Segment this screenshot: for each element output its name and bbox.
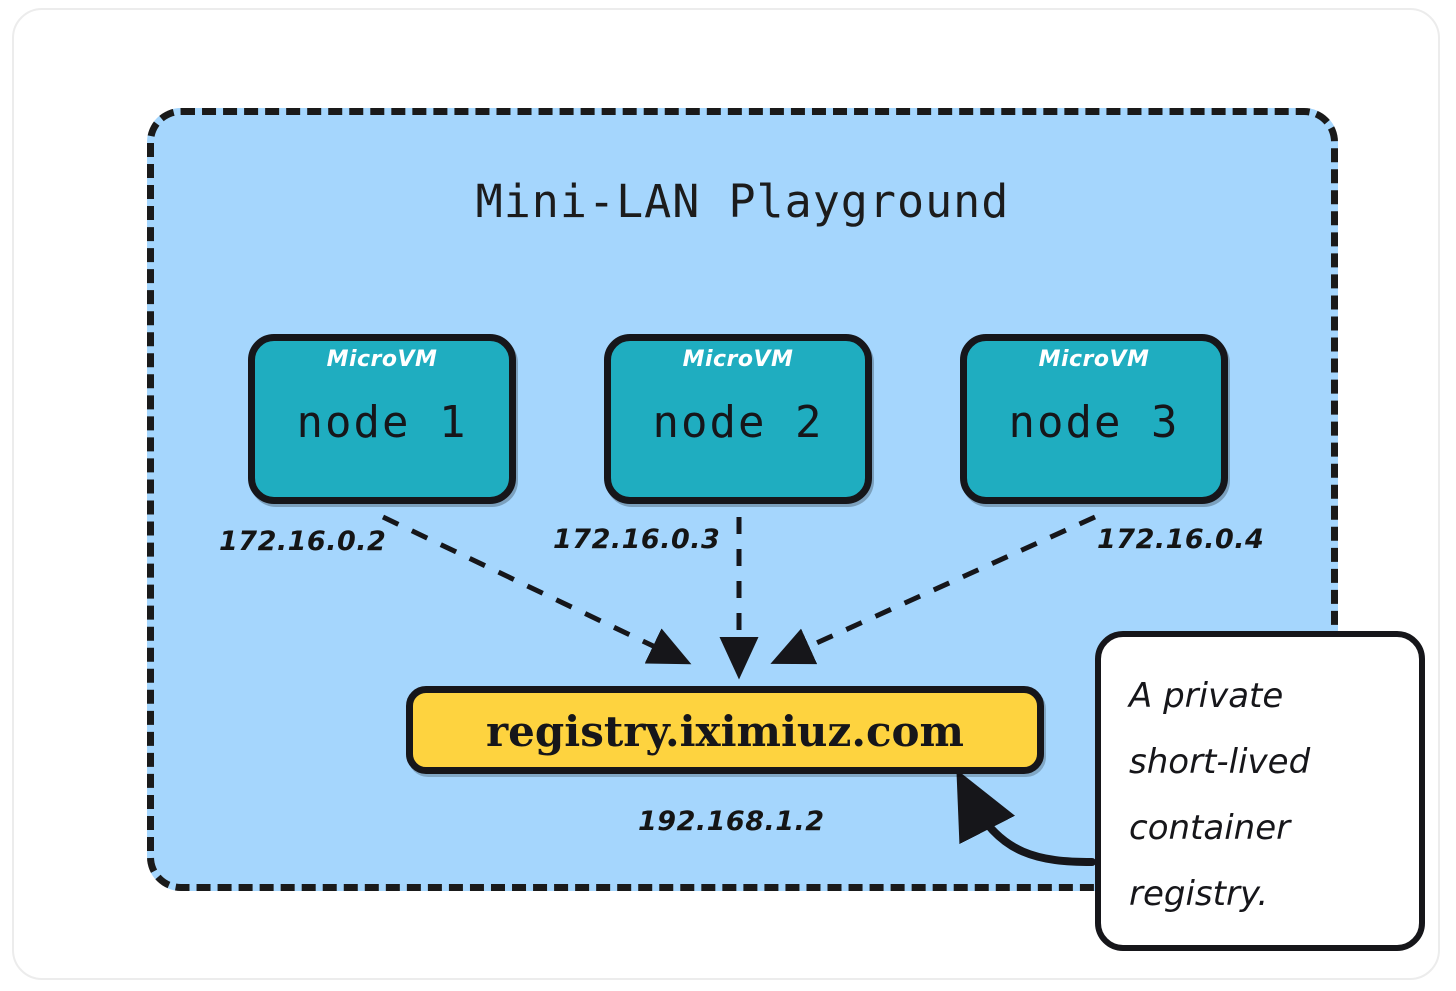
callout-line-4: registry.: [1129, 874, 1269, 914]
node-kind-label: MicroVM: [326, 347, 438, 372]
ip-label-node-3: 172.16.0.4: [1097, 524, 1265, 555]
node-kind-label: MicroVM: [682, 347, 794, 372]
ip-label-node-2: 172.16.0.3: [553, 524, 721, 555]
lan-title: Mini-LAN Playground: [475, 175, 1010, 228]
callout-line-3: container: [1129, 808, 1291, 848]
microvm-node-2[interactable]: MicroVM node 2: [604, 334, 872, 504]
node-kind-label: MicroVM: [1038, 347, 1150, 372]
node-name-label: node 1: [296, 397, 468, 448]
callout-note: A private short-lived container registry…: [1095, 631, 1425, 951]
node-name-label: node 3: [1008, 397, 1180, 448]
registry-host-label: registry.iximiuz.com: [486, 707, 964, 756]
microvm-node-1[interactable]: MicroVM node 1: [248, 334, 516, 504]
registry-box[interactable]: registry.iximiuz.com: [406, 686, 1044, 774]
ip-label-registry: 192.168.1.2: [638, 806, 825, 837]
callout-line-2: short-lived: [1129, 742, 1311, 782]
node-name-label: node 2: [652, 397, 824, 448]
microvm-node-3[interactable]: MicroVM node 3: [960, 334, 1228, 504]
callout-line-1: A private: [1129, 676, 1284, 716]
ip-label-node-1: 172.16.0.2: [219, 526, 387, 557]
